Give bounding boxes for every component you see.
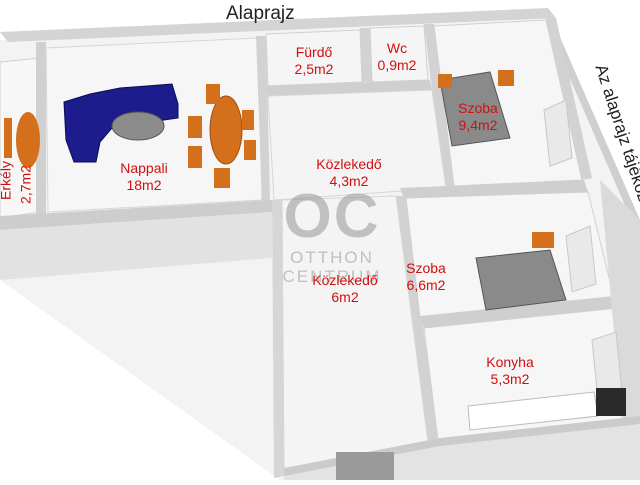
room-area: 18m2 xyxy=(126,177,162,193)
room-label-szoba2: Szoba 6,6m2 xyxy=(386,260,466,294)
chair-1 xyxy=(206,84,220,104)
chair-5 xyxy=(242,110,254,130)
nightstand-szoba1-b xyxy=(438,74,452,88)
watermark-line2: CENTRUM xyxy=(282,267,382,286)
window-szoba2 xyxy=(565,225,597,293)
room-area: 4,3m2 xyxy=(329,173,369,189)
entrance-door xyxy=(336,452,394,480)
room-area: 6,6m2 xyxy=(406,277,446,293)
bed-szoba1 xyxy=(439,71,511,147)
room-name: Szoba xyxy=(406,260,446,276)
balcony-table xyxy=(16,112,40,168)
room-area: 9,4m2 xyxy=(458,117,498,133)
wall-under-bath xyxy=(266,80,432,96)
watermark-logo: OC xyxy=(283,182,381,251)
balcony-chair xyxy=(4,118,12,158)
bed-szoba2 xyxy=(475,249,567,311)
room-label-kozlekedo2: Közlekedő 6m2 xyxy=(300,272,390,306)
dining-table xyxy=(209,95,243,165)
room-name: Erkély xyxy=(0,161,14,200)
room-label-wc: Wc 0,9m2 xyxy=(362,40,432,74)
wall-bottom-edge xyxy=(284,416,640,476)
room-area: 2,7m2 xyxy=(17,165,34,204)
wall-kozlekedo2-right xyxy=(394,196,438,442)
wall-furdo-wc xyxy=(360,28,372,82)
outer-wall-right xyxy=(548,10,640,240)
chair-4 xyxy=(214,168,230,188)
wall-szoba1-right xyxy=(546,18,592,180)
plan-title: Alaprajz xyxy=(226,3,295,24)
room-name: Nappali xyxy=(120,160,168,176)
nightstand-szoba2 xyxy=(532,232,554,248)
wall-under-szoba1 xyxy=(400,180,588,200)
coffee-table xyxy=(111,111,165,141)
outer-wall-top xyxy=(0,8,556,42)
room-name: Wc xyxy=(386,40,408,56)
room-area: 5,3m2 xyxy=(490,371,530,387)
room-name: Fürdő xyxy=(295,44,333,60)
chair-2 xyxy=(188,116,202,138)
stove xyxy=(596,388,626,416)
wall-nappali-right xyxy=(256,36,270,202)
room-wc xyxy=(369,25,429,83)
room-label-konyha: Konyha 5,3m2 xyxy=(470,354,550,388)
room-label-erkely: Erkély xyxy=(0,141,15,221)
room-area: 6m2 xyxy=(331,289,359,305)
wall-under-szoba2 xyxy=(420,296,618,328)
wall-left-bottom xyxy=(0,200,272,230)
room-name: Szoba xyxy=(458,100,498,116)
room-label-kozlekedo1: Közlekedő 4,3m2 xyxy=(304,156,394,190)
wall-erkely-divider xyxy=(36,42,46,216)
wall-left-base xyxy=(0,212,272,280)
room-area: 0,9m2 xyxy=(377,57,417,73)
room-name: Konyha xyxy=(486,354,534,370)
chair-3 xyxy=(188,146,202,168)
room-name: Közlekedő xyxy=(316,156,382,172)
otthon-centrum-watermark: OC OTTHON CENTRUM xyxy=(272,182,392,287)
chair-6 xyxy=(244,140,256,160)
room-name: Közlekedő xyxy=(312,272,378,288)
wall-kozlekedo2-left xyxy=(272,200,284,478)
wall-wc-szoba xyxy=(424,24,454,188)
room-label-nappali: Nappali 18m2 xyxy=(104,160,184,194)
room-label-szoba1: Szoba 9,4m2 xyxy=(438,100,518,134)
room-label-furdo: Fürdő 2,5m2 xyxy=(274,44,354,78)
room-area: 2,5m2 xyxy=(294,61,334,77)
wall-right-lower xyxy=(600,180,640,470)
room-area-erkely: 2,7m2 xyxy=(18,145,35,225)
watermark-line1: OTTHON xyxy=(290,248,374,267)
window-szoba1 xyxy=(543,99,573,167)
nightstand-szoba1 xyxy=(498,70,514,86)
